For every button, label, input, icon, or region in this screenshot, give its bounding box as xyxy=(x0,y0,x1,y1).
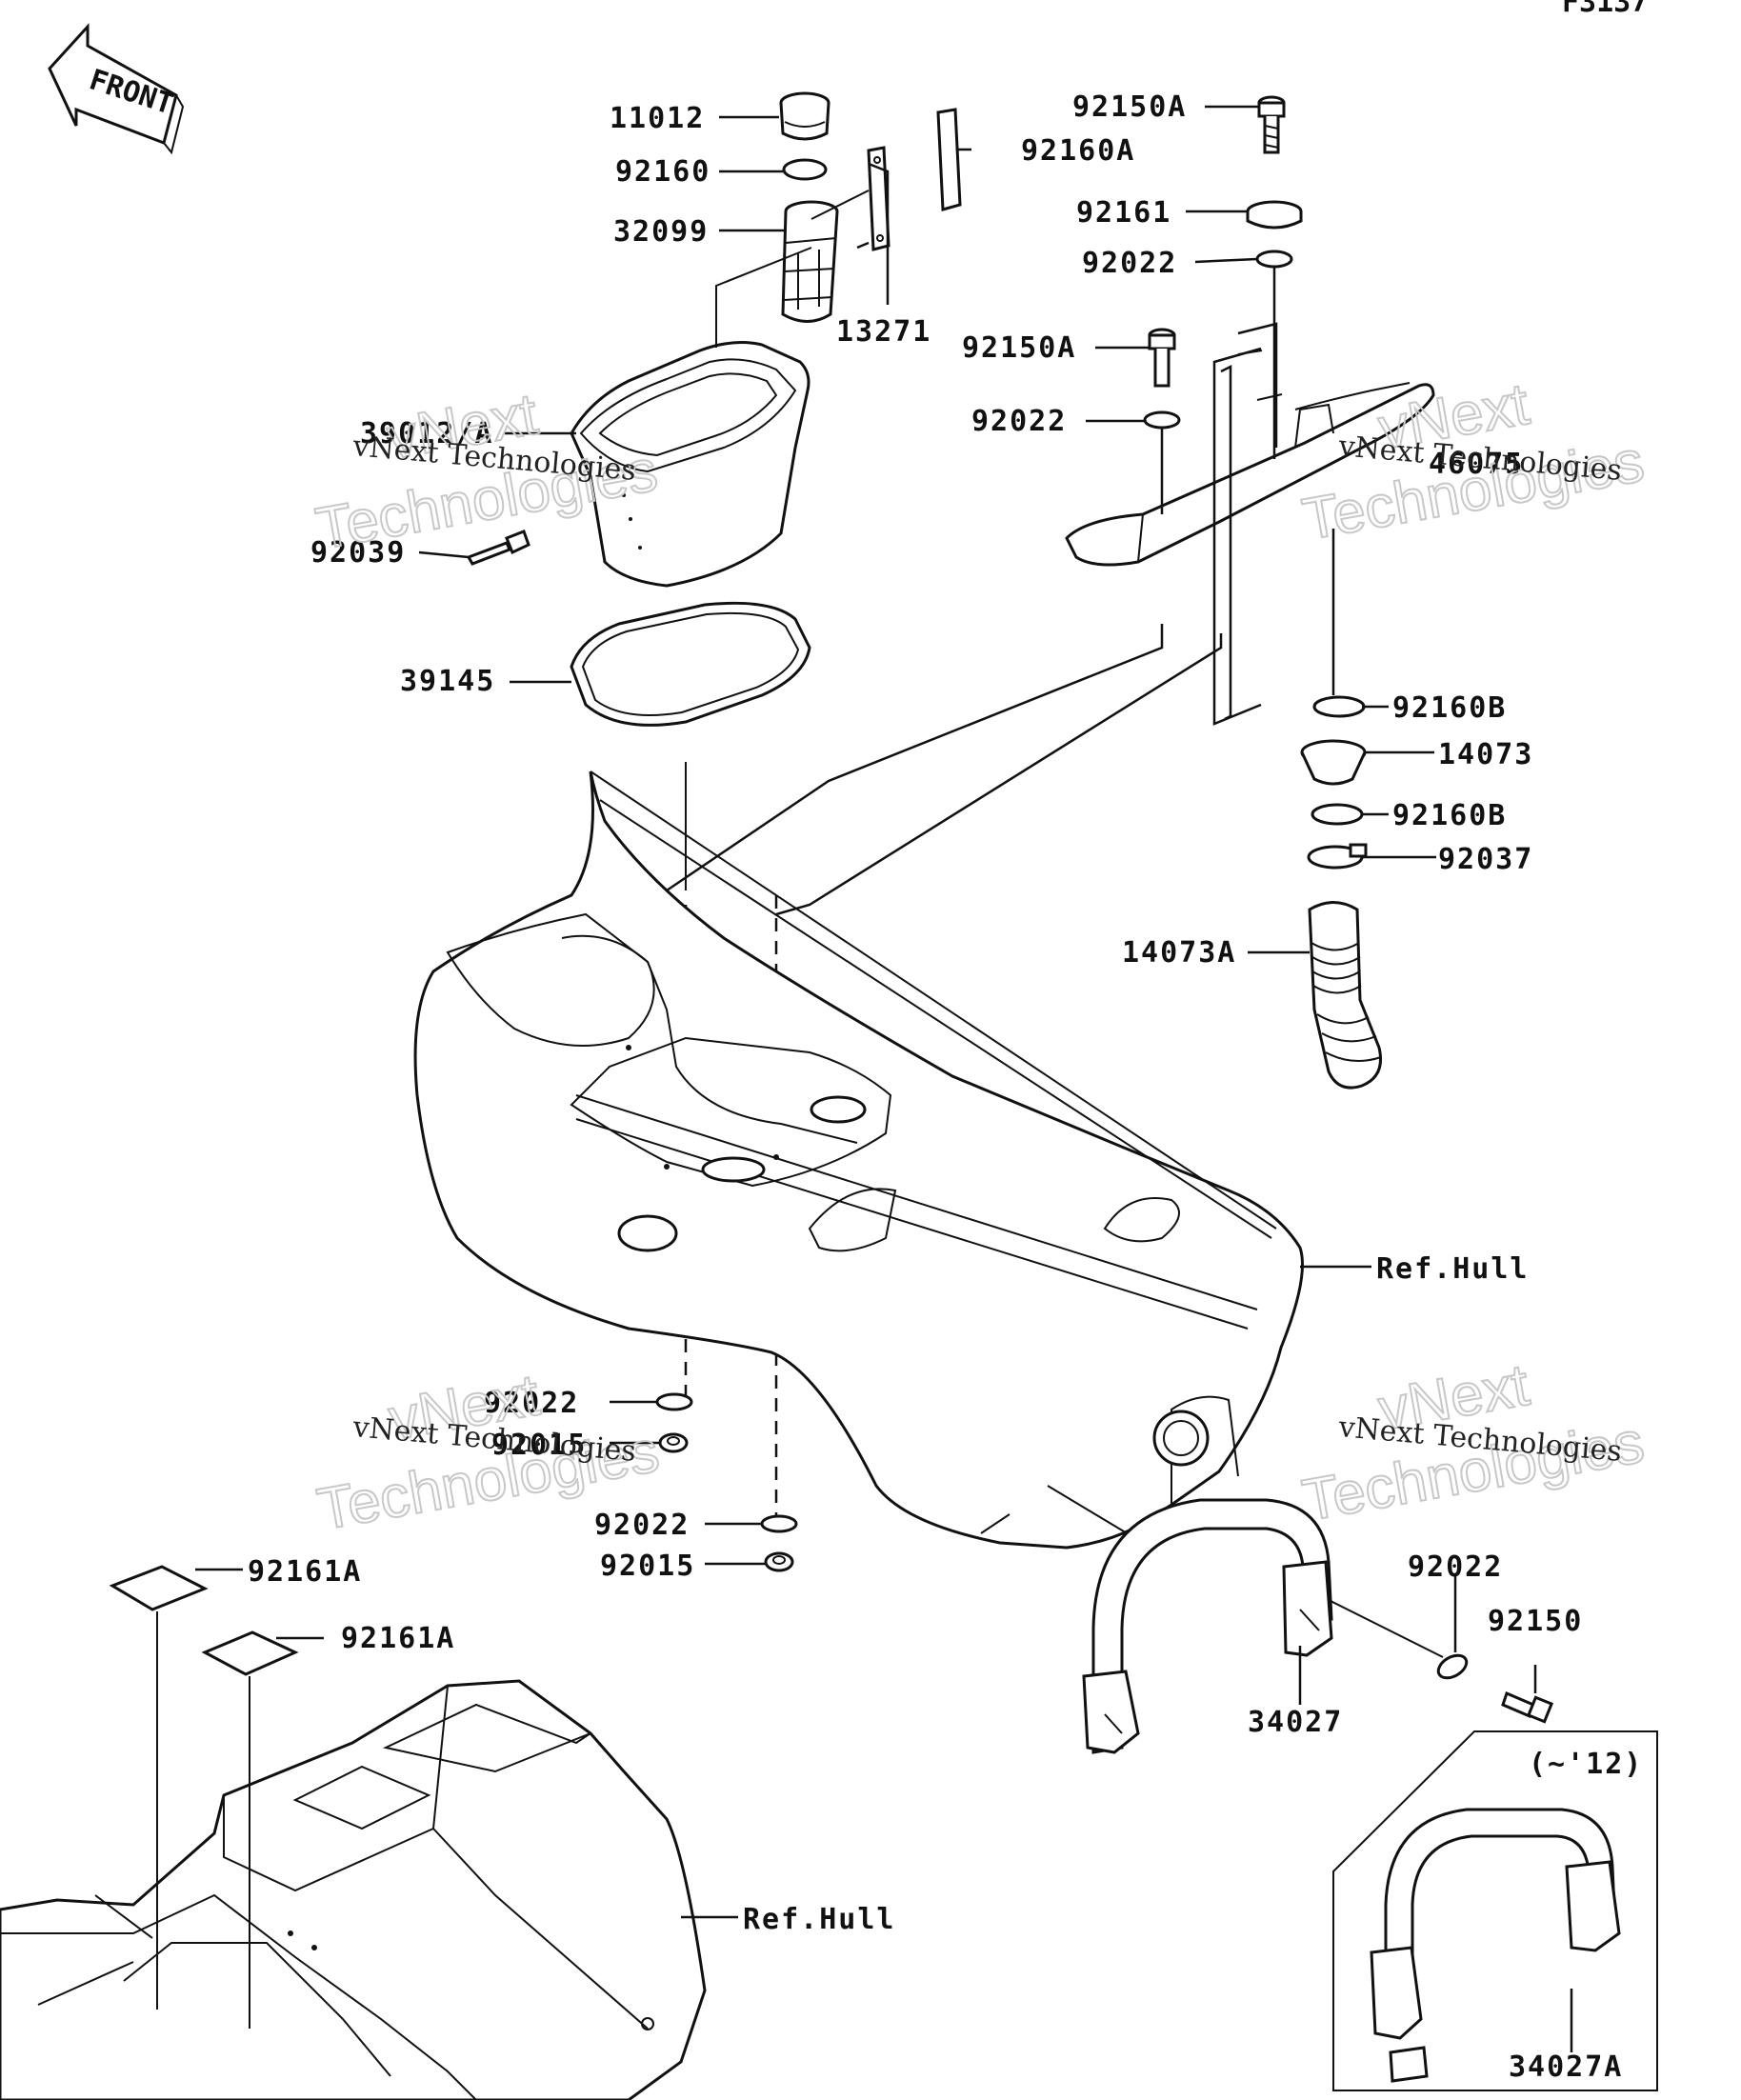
year-note: (~'12) xyxy=(1529,1748,1643,1781)
ref-hull-upper: Ref.Hull xyxy=(1376,1252,1530,1286)
label-34027a: 34027A xyxy=(1509,2050,1623,2084)
hull-lower xyxy=(0,1679,707,2100)
label-92022-c: 92022 xyxy=(484,1387,579,1420)
oring-92160b-a xyxy=(1312,695,1366,718)
hose-14073a xyxy=(1308,901,1382,1090)
ref-hull-lower: Ref.Hull xyxy=(743,1903,896,1936)
decal-92161a-b xyxy=(201,1630,299,1676)
clamp-92037 xyxy=(1307,843,1368,870)
label-92022-top: 92022 xyxy=(1082,247,1177,280)
label-92160a: 92160A xyxy=(1021,134,1135,168)
nut-92015-c xyxy=(658,1432,689,1453)
front-arrow-icon: FRONT xyxy=(48,23,185,155)
label-92160b-b: 92160B xyxy=(1392,799,1507,832)
label-92150: 92150 xyxy=(1488,1605,1583,1638)
label-92037: 92037 xyxy=(1438,843,1533,876)
pad-92160a xyxy=(936,108,962,211)
label-14073a: 14073A xyxy=(1122,936,1236,970)
label-32099: 32099 xyxy=(613,215,709,249)
bolt-92150a-top xyxy=(1257,95,1286,154)
label-92022-e: 92022 xyxy=(1408,1550,1503,1584)
part-labels: 11012 92160 32099 13271 39012/A 92039 39… xyxy=(248,90,1643,2084)
label-92015-c: 92015 xyxy=(491,1429,587,1462)
label-92160b-a: 92160B xyxy=(1392,691,1507,725)
seal-39145 xyxy=(570,601,811,727)
bolt-92150a-mid xyxy=(1148,328,1176,388)
label-92039: 92039 xyxy=(310,536,406,570)
label-92160: 92160 xyxy=(615,155,710,189)
storage-box-39012 xyxy=(570,341,810,588)
washer-92022-top xyxy=(1255,250,1293,269)
label-46075: 46075 xyxy=(1429,448,1524,481)
collar-14073 xyxy=(1300,739,1367,786)
label-92161a-a: 92161A xyxy=(248,1555,362,1589)
label-39012a: 39012/A xyxy=(360,417,493,450)
label-92161a-b: 92161A xyxy=(341,1622,455,1655)
label-92022-mid: 92022 xyxy=(971,405,1067,438)
grab-handle-34027a-box xyxy=(1332,1730,1658,2091)
washer-92022-e xyxy=(1436,1653,1469,1680)
bracket-13271 xyxy=(867,146,891,251)
grommet-92161 xyxy=(1246,200,1303,230)
label-92015-d: 92015 xyxy=(600,1550,695,1583)
decal-92161a-a xyxy=(109,1565,209,1611)
fitting-32099 xyxy=(781,200,839,323)
label-39145: 39145 xyxy=(400,665,495,698)
grab-handle-34027 xyxy=(1082,1498,1333,1754)
label-92022-d: 92022 xyxy=(594,1509,690,1542)
label-34027: 34027 xyxy=(1248,1706,1343,1739)
label-11012: 11012 xyxy=(610,102,705,135)
oring-92160b-b xyxy=(1311,803,1364,826)
nut-92015-d xyxy=(764,1551,794,1572)
gasket-92160 xyxy=(782,158,828,181)
label-14073: 14073 xyxy=(1438,738,1533,771)
label-92161: 92161 xyxy=(1076,196,1171,230)
label-92150a-top: 92150A xyxy=(1072,90,1187,124)
hull-upper xyxy=(413,770,1304,1550)
washer-92022-mid xyxy=(1143,410,1181,430)
bolt-92150 xyxy=(1501,1690,1554,1724)
diagram-code: F3137 xyxy=(1562,0,1648,19)
label-13271: 13271 xyxy=(836,315,931,349)
cap-11012 xyxy=(779,91,830,141)
washer-92022-d xyxy=(760,1514,798,1533)
washer-92022-c xyxy=(655,1392,693,1411)
handle-46075 xyxy=(1065,382,1435,567)
label-92150a-mid: 92150A xyxy=(962,331,1076,365)
rivet-92039 xyxy=(466,530,530,566)
